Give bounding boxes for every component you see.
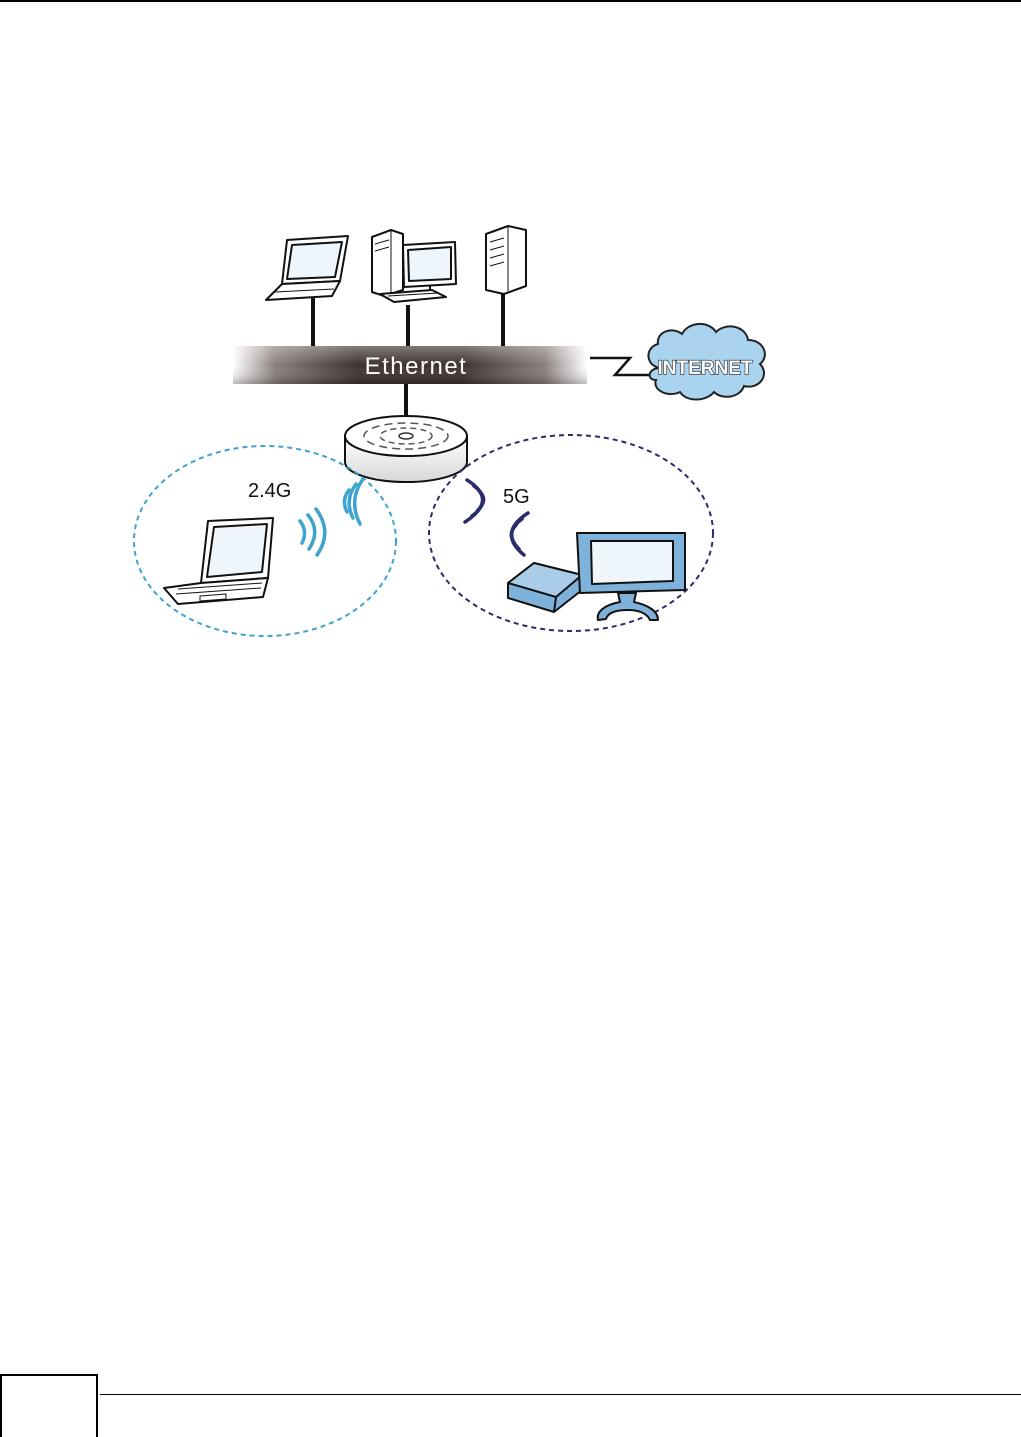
monitor-tv-icon (577, 533, 685, 620)
wireless-laptop-icon (164, 518, 273, 604)
band-5-label: 5G (503, 486, 530, 508)
wired-laptop-icon (266, 236, 348, 300)
footer-rule (100, 1394, 1021, 1395)
server-icon (486, 226, 526, 294)
wired-desktop-icon (372, 230, 456, 302)
internet-cloud-icon: INTERNET (648, 324, 764, 400)
page-number-box (0, 1374, 98, 1437)
ethernet-label: Ethernet (365, 353, 468, 380)
band-24-wireless-waves-icon (300, 479, 363, 555)
internet-label: INTERNET (658, 358, 753, 379)
access-point-icon (345, 416, 467, 482)
set-top-box-icon (508, 563, 582, 612)
ethernet-bus: Ethernet (233, 346, 587, 384)
band-24-label: 2.4G (248, 480, 291, 502)
network-diagram: Ethernet INTERNET 2.4G 5G (0, 0, 1021, 700)
